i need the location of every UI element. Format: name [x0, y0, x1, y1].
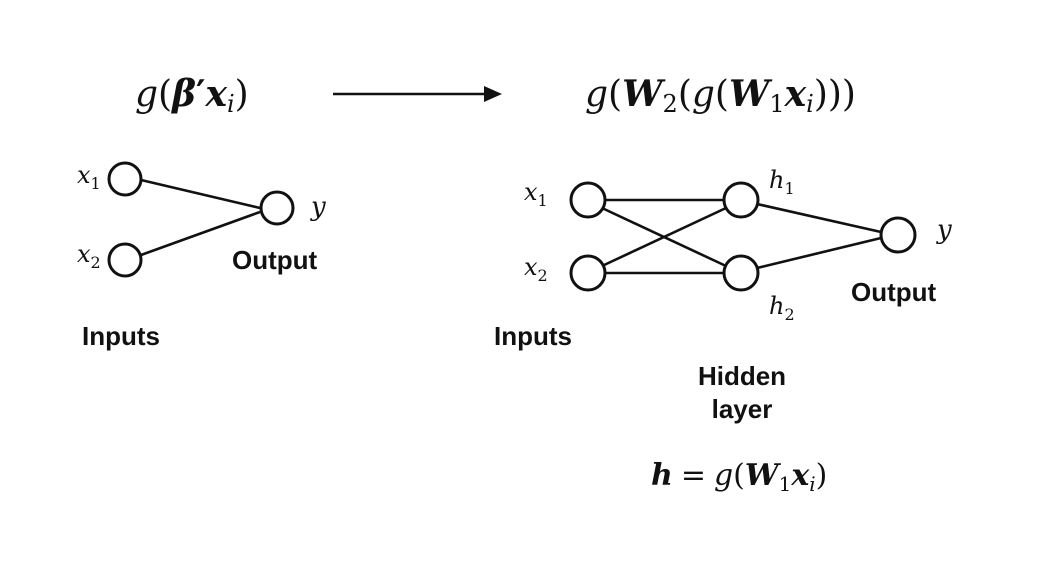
right-network: x1 x2 h1 h2 y Output Inputs Hidden layer — [494, 166, 952, 424]
edge-h1-y — [756, 202, 882, 234]
hidden-label-2: h2 — [769, 292, 795, 324]
right-input-node-2 — [569, 254, 607, 292]
hidden-label-1: h1 — [769, 166, 795, 198]
right-output-var: y — [936, 215, 952, 245]
right-input-node-1 — [569, 181, 607, 219]
hidden-formula: h=g(W1xi) — [651, 458, 827, 496]
left-formula: g(β′xi) — [135, 73, 249, 118]
hidden-layer-label-line1: Hidden — [698, 361, 786, 391]
left-output-var: y — [310, 192, 326, 222]
left-output-node — [259, 190, 295, 226]
left-network: x1 x2 y Output Inputs — [77, 161, 326, 351]
left-input-node-2 — [107, 242, 143, 278]
left-edge-x2-y — [140, 210, 261, 257]
left-input-label-2: x2 — [77, 240, 101, 272]
right-input-label-1: x1 — [524, 178, 548, 210]
left-input-label-1: x1 — [77, 161, 101, 193]
left-inputs-label: Inputs — [82, 321, 160, 351]
right-inputs-label: Inputs — [494, 321, 572, 351]
left-output-label: Output — [232, 245, 318, 275]
left-edge-x1-y — [140, 178, 261, 210]
right-output-node — [879, 216, 917, 254]
right-output-label: Output — [851, 277, 937, 307]
hidden-node-1 — [722, 181, 760, 219]
hidden-node-2 — [722, 254, 760, 292]
left-input-node-1 — [107, 161, 143, 197]
edge-x2-h1 — [601, 206, 727, 268]
right-input-label-2: x2 — [524, 253, 548, 285]
right-formula: g(W2(g(W1xi))) — [585, 73, 856, 118]
transition-arrow — [333, 86, 502, 102]
hidden-layer-label-line2: layer — [712, 394, 773, 424]
edge-h2-y — [756, 236, 882, 270]
